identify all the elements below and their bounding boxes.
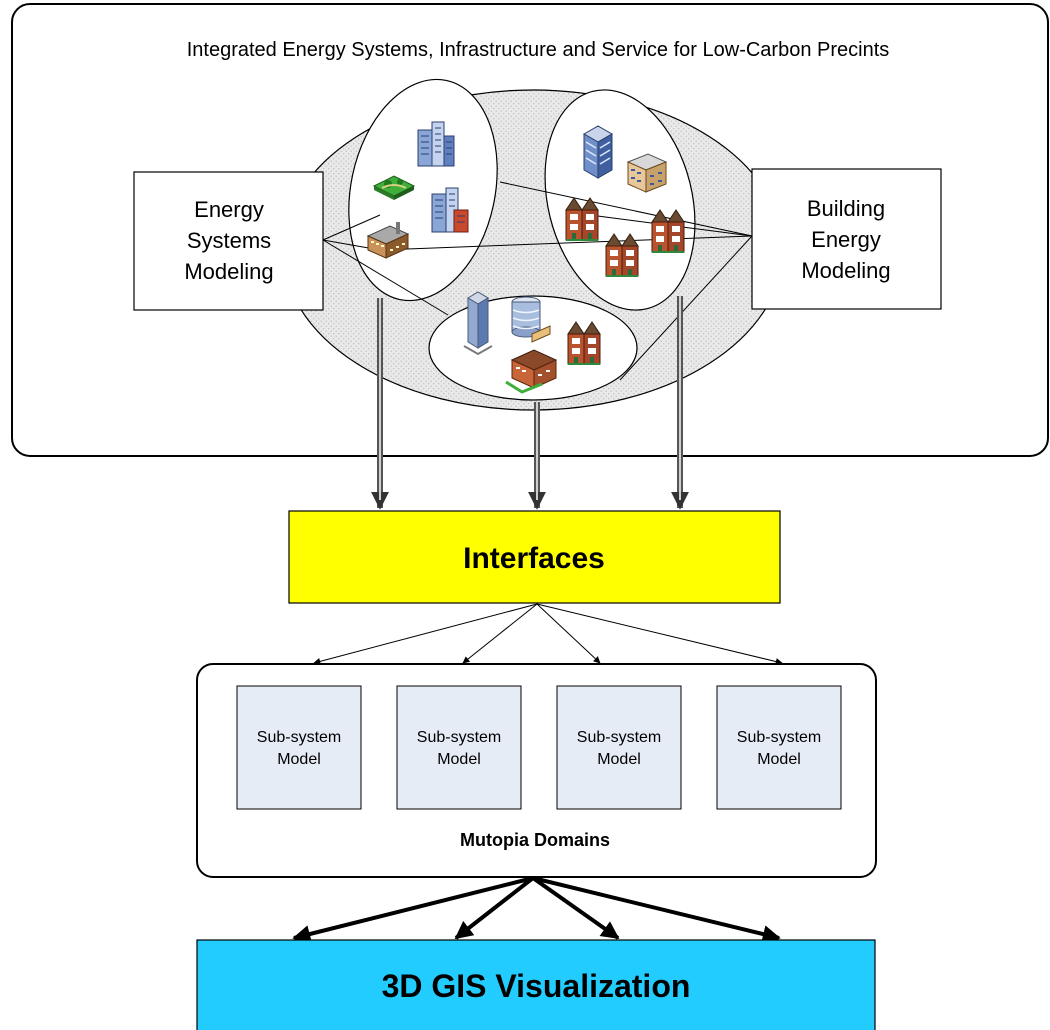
subsystem-model-1-line-1: Sub-system: [257, 729, 341, 746]
domains-to-gis-arrows: [292, 876, 781, 943]
energy-systems-line-3: Modeling: [184, 259, 273, 284]
gis-visualization-box: [196, 939, 876, 1030]
subsystem-model-4-line-2: Model: [757, 751, 801, 768]
building-energy-line-2: Energy: [811, 227, 881, 252]
subsystem-model-3-line-1: Sub-system: [577, 729, 661, 746]
precinct-title: Integrated Energy Systems, Infrastructur…: [187, 39, 890, 61]
arrow-highlights: [379, 296, 681, 500]
mutopia-domains-label: Mutopia Domains: [460, 830, 610, 850]
subsystem-model-1-line-2: Model: [277, 751, 321, 768]
subsystem-model-4-line-1: Sub-system: [737, 729, 821, 746]
subsystem-model-2: Sub-system Model: [396, 685, 522, 810]
district-cluster-right: [544, 89, 696, 311]
energy-systems-modeling-box: [133, 171, 324, 311]
subsystem-model-3: Sub-system Model: [556, 685, 682, 810]
subsystem-model-2-line-1: Sub-system: [417, 729, 501, 746]
subsystem-model-2-line-2: Model: [437, 751, 481, 768]
interfaces-label: Interfaces: [463, 542, 605, 575]
energy-systems-line-2: Systems: [187, 228, 271, 253]
building-energy-modeling-box: [751, 168, 942, 310]
interfaces-box: [288, 510, 781, 604]
building-energy-line-3: Modeling: [801, 258, 890, 283]
subsystem-model-1: Sub-system Model: [236, 685, 362, 810]
interfaces-to-domains-arrows: [313, 603, 783, 665]
energy-systems-line-1: Energy: [194, 197, 264, 222]
cluster-links: [322, 181, 753, 381]
gis-visualization-label: 3D GIS Visualization: [382, 968, 691, 1004]
subsystem-model-4: Sub-system Model: [716, 685, 842, 810]
building-energy-line-1: Building: [807, 196, 885, 221]
subsystem-model-3-line-2: Model: [597, 751, 641, 768]
